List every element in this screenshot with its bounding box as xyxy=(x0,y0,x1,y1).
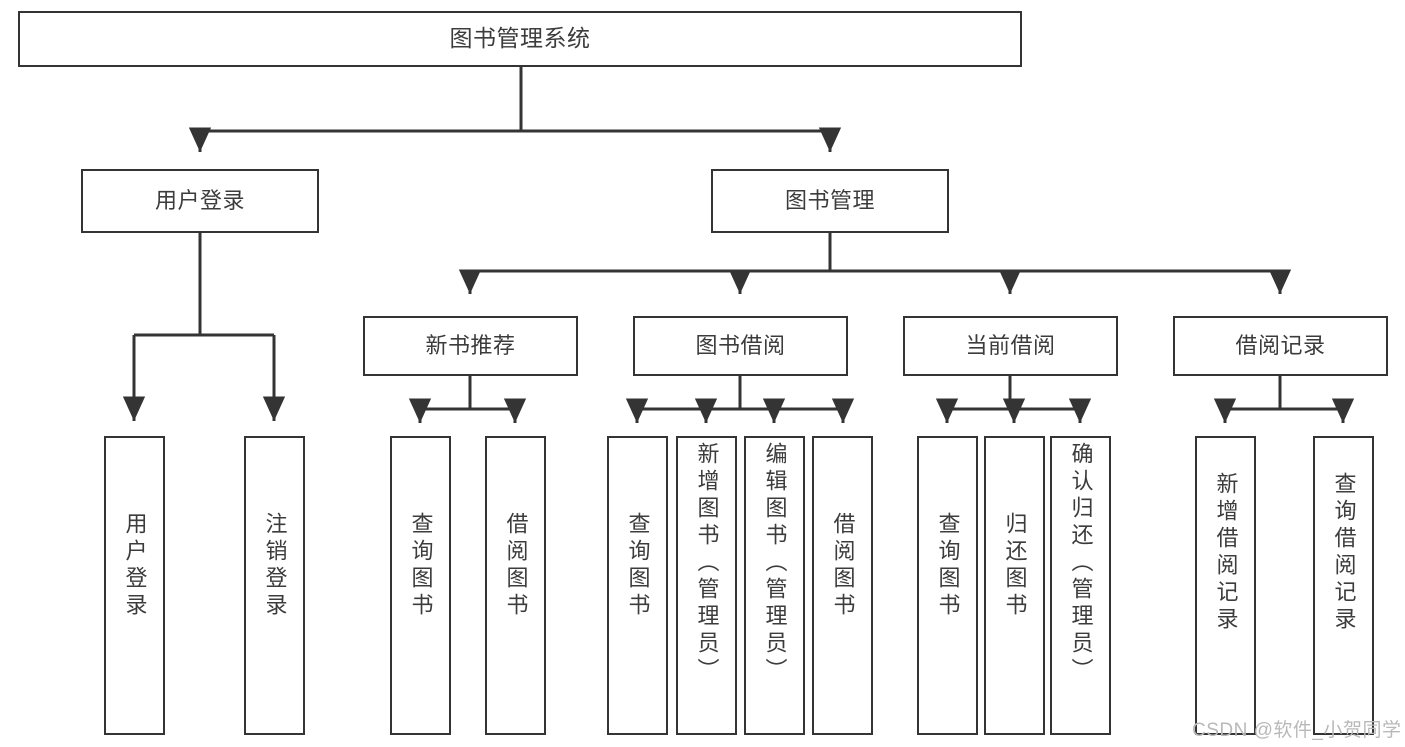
node-label: 查询图书 xyxy=(625,512,651,620)
node-current-borrow[interactable]: 当前借阅 xyxy=(903,316,1118,376)
node-label: 查询图书 xyxy=(935,512,961,620)
leaf-user-login-login[interactable]: 用户登录 xyxy=(104,436,165,735)
leaf-recommend-query-book[interactable]: 查询图书 xyxy=(390,436,451,735)
node-label: 编辑图书（管理员） xyxy=(762,442,788,685)
node-label: 新增借阅记录 xyxy=(1213,472,1239,634)
node-label: 确认归还（管理员） xyxy=(1068,442,1094,685)
node-new-book-recommend[interactable]: 新书推荐 xyxy=(363,316,578,376)
leaf-borrow-query-book[interactable]: 查询图书 xyxy=(607,436,668,735)
node-label: 借阅记录 xyxy=(1235,333,1326,359)
leaf-record-query-record[interactable]: 查询借阅记录 xyxy=(1313,436,1374,735)
node-user-login[interactable]: 用户登录 xyxy=(81,169,319,233)
leaf-borrow-borrow-book[interactable]: 借阅图书 xyxy=(812,436,873,735)
node-label: 借阅图书 xyxy=(830,512,856,620)
node-borrow-record[interactable]: 借阅记录 xyxy=(1173,316,1388,376)
node-label: 图书管理系统 xyxy=(449,25,591,52)
node-label: 图书管理 xyxy=(784,188,875,214)
node-label: 归还图书 xyxy=(1002,512,1028,620)
node-label: 查询借阅记录 xyxy=(1331,472,1357,634)
node-label: 新书推荐 xyxy=(425,333,516,359)
leaf-record-add-record[interactable]: 新增借阅记录 xyxy=(1195,436,1256,735)
node-book-management[interactable]: 图书管理 xyxy=(711,169,949,233)
leaf-current-query-book[interactable]: 查询图书 xyxy=(917,436,978,735)
leaf-current-confirm-return-admin[interactable]: 确认归还（管理员） xyxy=(1050,436,1111,735)
leaf-current-return-book[interactable]: 归还图书 xyxy=(984,436,1045,735)
node-label: 图书借阅 xyxy=(695,333,786,359)
leaf-borrow-add-book-admin[interactable]: 新增图书（管理员） xyxy=(676,436,737,735)
node-label: 用户登录 xyxy=(154,188,245,214)
leaf-borrow-edit-book-admin[interactable]: 编辑图书（管理员） xyxy=(744,436,805,735)
node-root-system[interactable]: 图书管理系统 xyxy=(18,11,1022,67)
node-label: 注销登录 xyxy=(262,512,288,620)
leaf-user-login-logout[interactable]: 注销登录 xyxy=(244,436,305,735)
leaf-recommend-borrow-book[interactable]: 借阅图书 xyxy=(485,436,546,735)
node-label: 借阅图书 xyxy=(503,512,529,620)
node-label: 用户登录 xyxy=(122,512,148,620)
csdn-watermark: CSDN @软件_小贺同学 xyxy=(1192,715,1401,742)
node-label: 查询图书 xyxy=(408,512,434,620)
node-book-borrow[interactable]: 图书借阅 xyxy=(633,316,848,376)
node-label: 当前借阅 xyxy=(965,333,1056,359)
watermark-text: CSDN @软件_小贺同学 xyxy=(1192,720,1402,741)
node-label: 新增图书（管理员） xyxy=(694,442,720,685)
